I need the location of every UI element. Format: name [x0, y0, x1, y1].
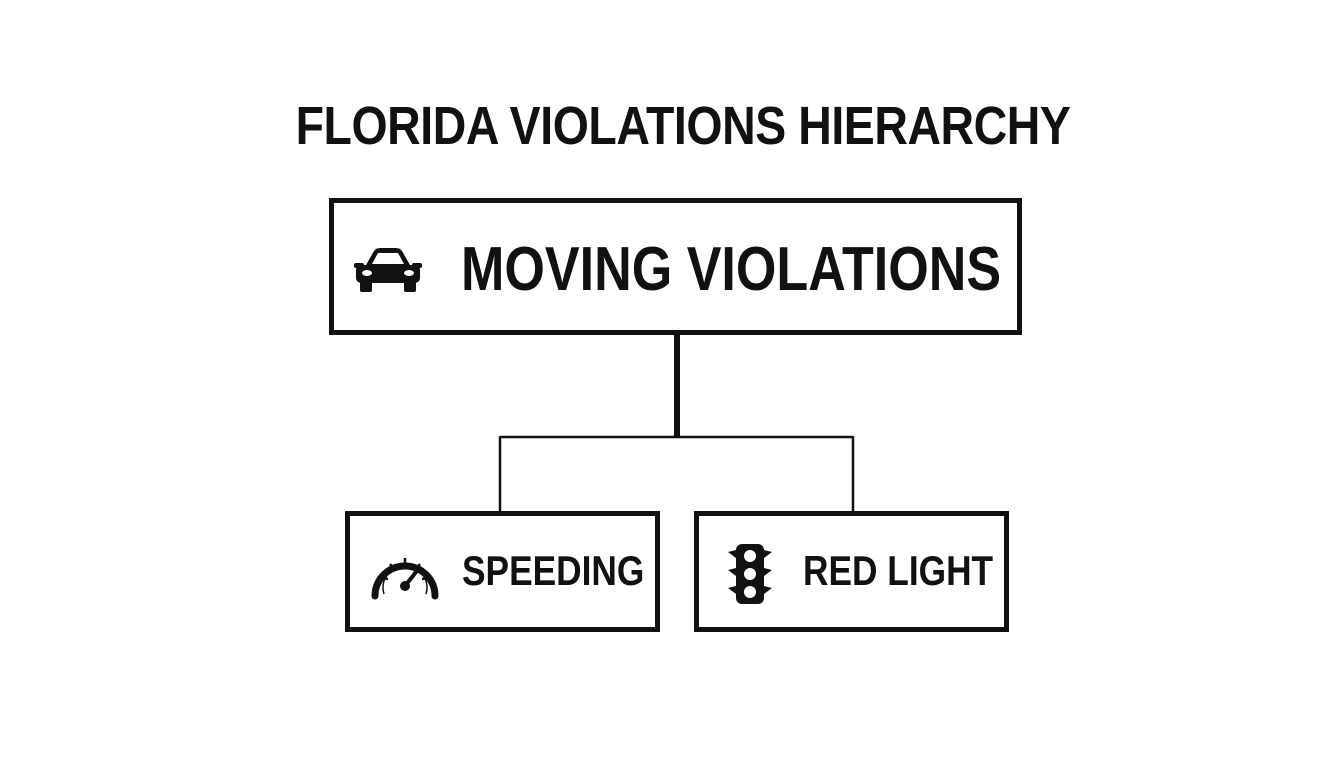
car-icon: [354, 248, 422, 292]
node-label: RED LIGHT: [803, 547, 994, 594]
traffic-light-icon: [728, 544, 772, 604]
node-speeding: SPEEDING: [345, 511, 660, 632]
node-moving-violations: MOVING VIOLATIONS: [329, 198, 1022, 335]
speedometer-icon: [371, 558, 439, 600]
diagram-title: FLORIDA VIOLATIONS HIERARCHY: [295, 96, 1071, 156]
node-label: MOVING VIOLATIONS: [461, 235, 1002, 304]
node-label: SPEEDING: [462, 547, 645, 594]
node-red-light: RED LIGHT: [694, 511, 1009, 632]
